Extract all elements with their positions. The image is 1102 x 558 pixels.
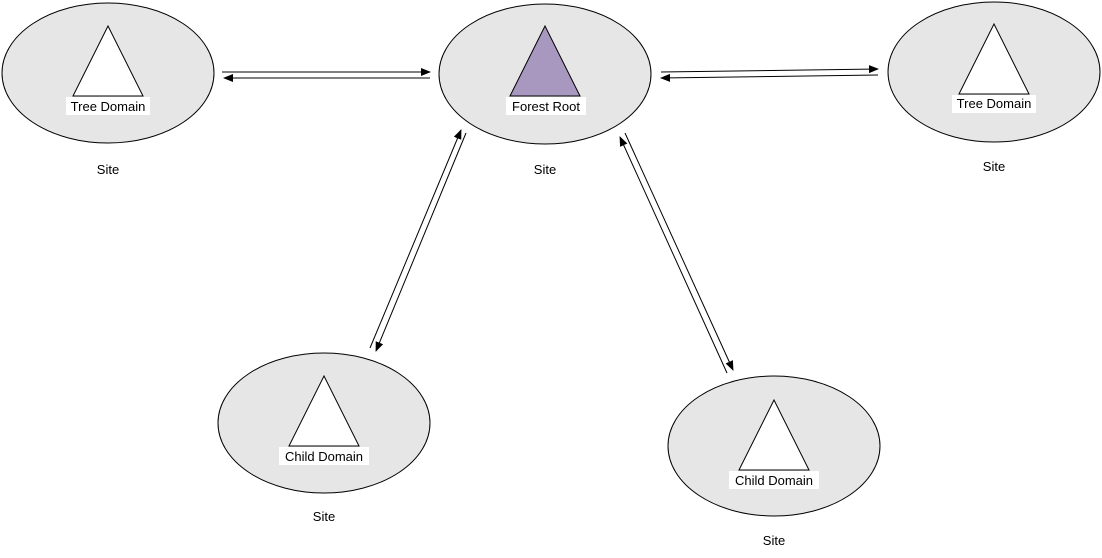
site-label: Site — [763, 533, 785, 548]
domain-label: Tree Domain — [71, 99, 146, 114]
trust-link-forest-root-child-domain-right — [619, 132, 734, 374]
node-child-domain-right: Child Domain Site — [667, 375, 881, 548]
node-forest-root: Forest Root Site — [438, 3, 652, 177]
site-label: Site — [97, 162, 119, 177]
node-child-domain-left: Child Domain Site — [217, 352, 431, 524]
site-label: Site — [534, 162, 556, 177]
domain-triangle — [738, 398, 810, 471]
trust-link-forest-root-tree-domain-left — [222, 68, 431, 82]
trust-link-forest-root-child-domain-left — [369, 129, 467, 352]
node-tree-domain-right: Tree Domain Site — [887, 1, 1101, 174]
site-label: Site — [313, 509, 335, 524]
forest-root-triangle — [509, 24, 581, 97]
arrow-to-child-domain-right — [624, 132, 734, 371]
arrow-to-tree-domain-right — [660, 65, 879, 74]
domain-label-background — [279, 447, 369, 465]
arrow-to-forest-root — [369, 129, 462, 349]
domain-label: Tree Domain — [957, 96, 1032, 111]
domain-triangle — [958, 22, 1030, 95]
arrow-to-child-domain-left — [375, 132, 467, 352]
domain-triangle — [72, 24, 144, 97]
node-tree-domain-left: Tree Domain Site — [1, 2, 215, 177]
trust-link-forest-root-tree-domain-right — [660, 65, 879, 82]
arrow-to-forest-root — [619, 136, 728, 374]
domain-label-background — [952, 95, 1036, 113]
arrow-to-forest-root — [660, 73, 879, 82]
site-label: Site — [983, 159, 1005, 174]
domain-triangle — [288, 374, 360, 447]
domain-label-background — [729, 471, 819, 489]
domain-label: Child Domain — [285, 449, 363, 464]
domain-label: Forest Root — [512, 99, 580, 114]
domain-label-background — [66, 97, 150, 115]
domain-label: Child Domain — [735, 473, 813, 488]
domain-label-background — [506, 97, 586, 115]
